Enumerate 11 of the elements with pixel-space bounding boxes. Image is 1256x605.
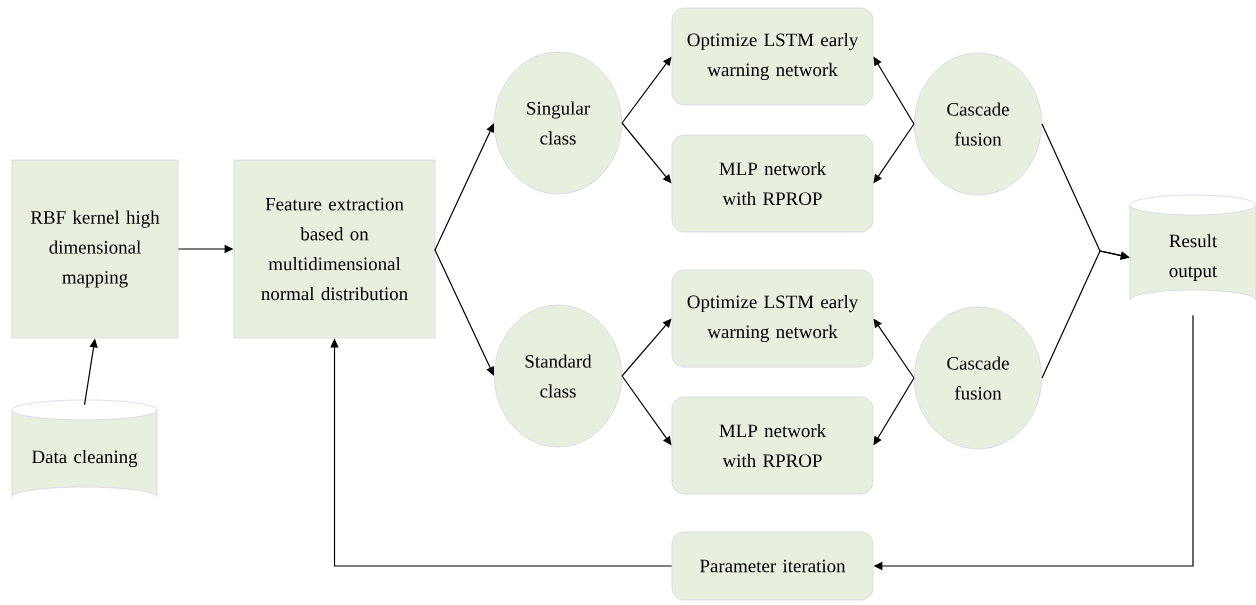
process-box: MLP network with RPROP	[671, 396, 874, 495]
arrow	[434, 123, 494, 251]
process-box: Optimize LSTM early warning network	[671, 7, 874, 106]
process-box: Optimize LSTM early warning network	[671, 269, 874, 368]
process-box: RBF kernel high dimensional mapping	[11, 159, 179, 339]
database-cylinder: Data cleaning	[11, 399, 158, 498]
process-box: MLP network with RPROP	[671, 134, 874, 233]
database-cylinder: Result output	[1129, 194, 1256, 301]
process-box: Parameter iteration	[671, 531, 874, 601]
process-box: Feature extraction based on multidimensional normal distribution	[233, 159, 436, 339]
arrow	[434, 248, 494, 376]
